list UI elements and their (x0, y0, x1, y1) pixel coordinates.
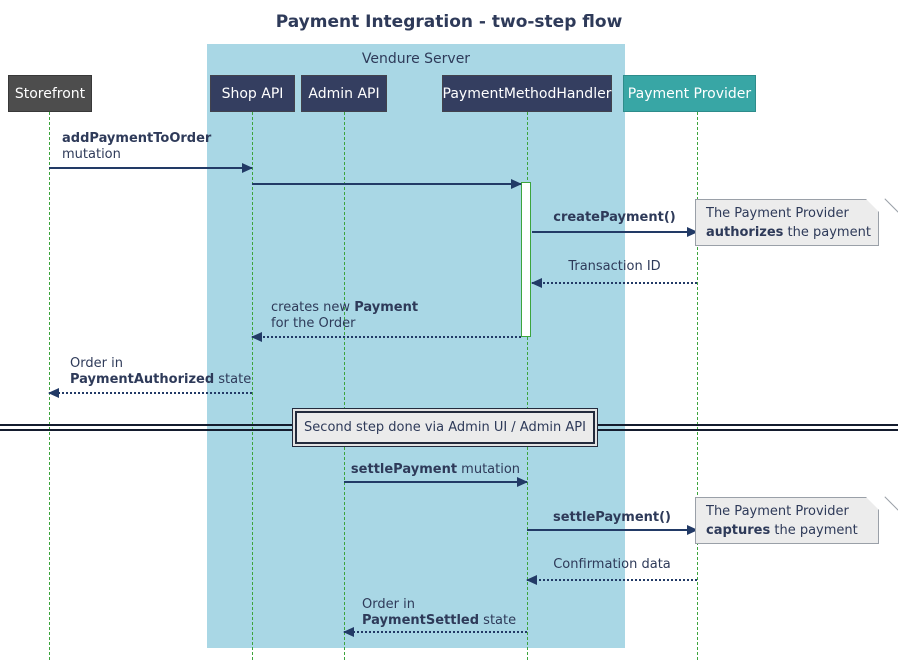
note-text: the payment (770, 523, 858, 538)
participant-storefront: Storefront (8, 75, 92, 112)
vendure-server-container (207, 44, 625, 648)
note-text: The Payment Provider (706, 206, 849, 221)
participant-label: Payment Provider (627, 85, 752, 102)
message-text: PaymentSettled (362, 613, 480, 628)
divider-second-step: Second step done via Admin UI / Admin AP… (295, 411, 595, 444)
diagram-title: Payment Integration - two-step flow (275, 12, 623, 32)
activation-bar-payment-method-handler (521, 182, 531, 337)
divider-label: Second step done via Admin UI / Admin AP… (304, 420, 586, 435)
message-text: settlePayment (350, 462, 458, 477)
label-settle-payment-call: settlePayment() (527, 510, 697, 526)
message-text: Transaction ID (568, 259, 661, 274)
arrow-add-payment-to-order (49, 163, 253, 173)
message-text: addPaymentToOrder (62, 131, 212, 146)
participant-payment-method-handler: PaymentMethodHandler (442, 75, 612, 112)
note-text: authorizes (706, 225, 784, 240)
arrow-settle-payment-call (527, 525, 698, 535)
message-text: creates new (271, 300, 355, 315)
message-text: Confirmation data (553, 557, 671, 572)
label-order-payment-settled: Order in PaymentSettled state (362, 597, 516, 629)
note-captures: The Payment Provider captures the paymen… (695, 497, 879, 544)
participant-label: Storefront (14, 85, 86, 102)
label-order-payment-authorized: Order in PaymentAuthorized state (70, 356, 251, 388)
message-text: Order in (70, 356, 123, 371)
message-text: mutation (62, 147, 121, 162)
arrow-create-payment (532, 227, 698, 237)
note-fold-icon (884, 198, 898, 213)
arrow-transaction-id (531, 278, 697, 288)
arrow-confirmation-data (526, 575, 697, 585)
note-authorizes: The Payment Provider authorizes the paym… (695, 199, 879, 246)
message-text: createPayment() (553, 210, 676, 225)
lifeline-payment-method-handler (527, 112, 528, 660)
note-text: captures (706, 523, 771, 538)
vendure-server-label: Vendure Server (361, 51, 471, 67)
note-fold-icon (884, 496, 898, 511)
lifeline-payment-provider (697, 112, 698, 660)
label-creates-payment: creates new Payment for the Order (271, 300, 418, 332)
message-text: mutation (457, 462, 521, 477)
message-text: Payment (354, 300, 419, 315)
message-text: for the Order (271, 316, 356, 331)
arrow-settle-payment-mutation (344, 477, 528, 487)
label-add-payment-to-order: addPaymentToOrder mutation (62, 131, 211, 163)
participant-shop-api: Shop API (210, 75, 295, 112)
participant-payment-provider: Payment Provider (623, 75, 756, 112)
participant-label: Admin API (308, 85, 380, 102)
arrow-creates-payment (251, 332, 521, 342)
note-text: the payment (783, 225, 871, 240)
message-text: Order in (362, 597, 415, 612)
message-text: PaymentAuthorized (70, 372, 215, 387)
message-text: settlePayment() (553, 510, 671, 525)
lifeline-storefront (49, 112, 50, 660)
participant-admin-api: Admin API (301, 75, 387, 112)
label-settle-payment-mutation: settlePayment mutation (344, 462, 527, 478)
arrow-order-payment-authorized (48, 388, 252, 398)
lifeline-admin-api (344, 112, 345, 660)
label-create-payment: createPayment() (532, 210, 697, 226)
label-confirmation-data: Confirmation data (527, 557, 697, 573)
label-transaction-id: Transaction ID (532, 259, 697, 275)
arrow-order-payment-settled (343, 627, 527, 637)
participant-label: PaymentMethodHandler (442, 85, 612, 102)
message-text: state (214, 372, 252, 387)
arrow-shop-api-to-handler (252, 179, 522, 189)
lifeline-shop-api (252, 112, 253, 660)
participant-label: Shop API (221, 85, 284, 102)
note-text: The Payment Provider (706, 504, 849, 519)
message-text: state (479, 613, 517, 628)
